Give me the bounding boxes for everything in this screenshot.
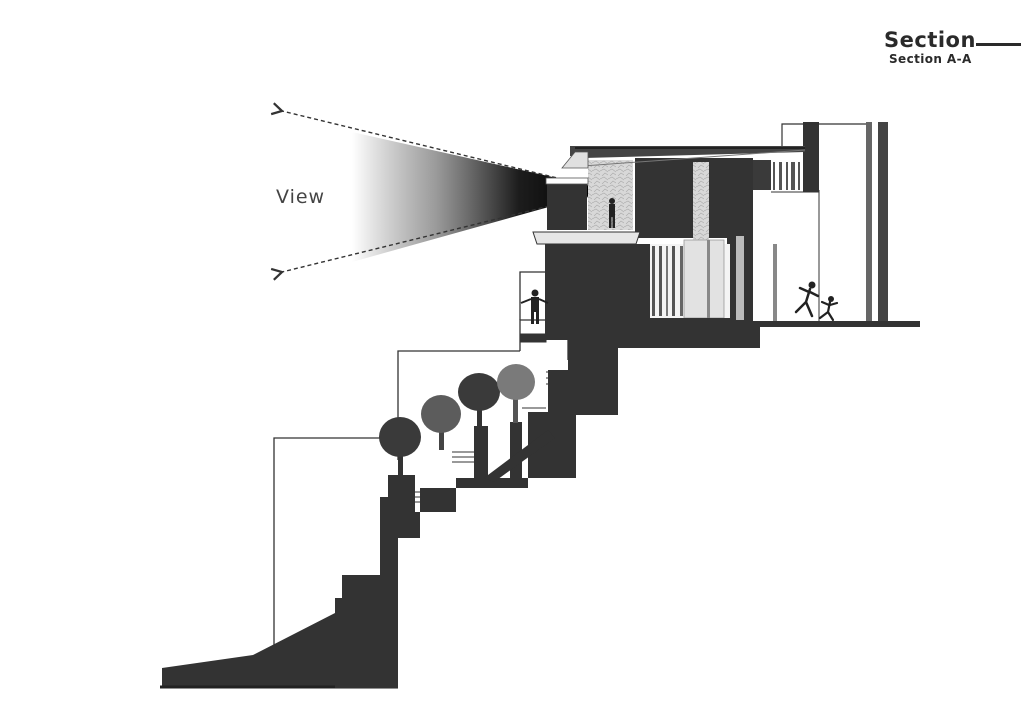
view-arrow-lower — [270, 195, 591, 281]
view-arrow-upper — [270, 102, 591, 187]
view-label: View — [276, 186, 326, 208]
title-block: Section Section A-A — [884, 28, 1021, 72]
children-playing — [794, 281, 839, 322]
drawing-title: Section — [884, 28, 976, 52]
tree-3 — [458, 373, 500, 428]
building-section — [532, 122, 920, 345]
person-balcony — [520, 289, 549, 324]
terrain-section — [335, 340, 760, 688]
person-viewer — [609, 198, 615, 228]
tree-2 — [421, 395, 461, 450]
drawing-subtitle: Section A-A — [889, 52, 972, 66]
tree-4 — [497, 364, 535, 423]
view-cone — [270, 102, 591, 281]
tree-1 — [379, 417, 421, 475]
title-underline — [976, 43, 1021, 46]
